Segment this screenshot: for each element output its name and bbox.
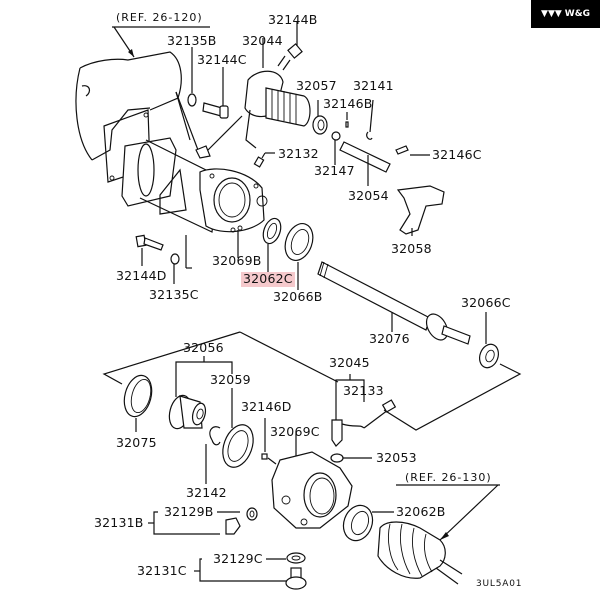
part-label[interactable]: 32069C (270, 424, 320, 439)
snap-ring-32142 (205, 426, 221, 484)
part-label[interactable]: 32066C (461, 295, 511, 310)
leader-line (205, 115, 243, 153)
brand-badge: ▼▼▼ W&G (531, 0, 600, 28)
part-label[interactable]: 32129B (164, 504, 214, 519)
reference-label: (REF. 26-120) (116, 11, 203, 24)
part-label[interactable]: 32076 (369, 331, 410, 346)
assembly-bracket (102, 331, 522, 431)
part-label[interactable]: 32131B (94, 515, 144, 530)
ref-26-130-leader (396, 484, 500, 541)
part-label[interactable]: 32144D (116, 268, 167, 283)
part-label[interactable]: 32142 (186, 485, 227, 500)
bolt-32144B (277, 22, 303, 71)
part-label[interactable]: 32059 (210, 372, 251, 387)
bearing-32066C (478, 312, 500, 369)
bearing-32066B (284, 223, 314, 290)
part-label[interactable]: 32144C (197, 52, 247, 67)
seal-32059 (222, 388, 254, 468)
part-label[interactable]: 32044 (242, 33, 283, 48)
shift-rail-assembly (331, 99, 430, 186)
reference-label: (REF. 26-130) (405, 471, 492, 484)
washer-32135B (187, 47, 197, 107)
leader-line (175, 91, 191, 141)
part-label[interactable]: 32058 (391, 241, 432, 256)
ref-26-120-leader (112, 26, 210, 58)
switch-32045 (331, 374, 397, 447)
bolt-32144D (135, 234, 164, 266)
bolt-32144C (202, 67, 229, 119)
washer-32135C (170, 235, 192, 284)
extension-housing-32069C (271, 432, 353, 529)
part-label[interactable]: 32062B (396, 504, 446, 519)
drain-plug-32131B (148, 507, 258, 535)
brand-text: W&G (564, 9, 590, 19)
part-label[interactable]: 32131C (137, 563, 187, 578)
hub-32056 (168, 356, 233, 430)
pin-32132 (253, 152, 275, 168)
part-label[interactable]: 32066B (273, 289, 323, 304)
washer-32053 (330, 453, 372, 463)
boot-32057-area (265, 87, 328, 135)
part-label[interactable]: 32054 (348, 188, 389, 203)
output-shaft-32076 (317, 261, 471, 345)
part-label[interactable]: 32075 (116, 435, 157, 450)
pin-32146D (261, 418, 277, 465)
part-label[interactable]: 32135B (167, 33, 217, 48)
part-label[interactable]: 32129C (213, 551, 263, 566)
part-label[interactable]: 32147 (314, 163, 355, 178)
part-label[interactable]: 32053 (376, 450, 417, 465)
part-label[interactable]: 32141 (353, 78, 394, 93)
leader-line (175, 91, 199, 151)
oil-seal-32062B (342, 504, 394, 542)
adapter-housing-32069B (121, 137, 268, 233)
part-label-highlighted[interactable]: 32062C (241, 271, 295, 287)
shift-fork-32058 (396, 185, 445, 236)
part-label[interactable]: 32133 (343, 383, 384, 398)
oil-seal-32062C (262, 217, 282, 272)
part-label[interactable]: 32132 (278, 146, 319, 161)
dowel-pin (195, 145, 211, 159)
driveshaft-boot (377, 521, 463, 585)
part-label[interactable]: 32146D (241, 399, 292, 414)
ring-32075 (123, 374, 153, 432)
part-label[interactable]: 32135C (149, 287, 199, 302)
part-label[interactable]: 32057 (296, 78, 337, 93)
part-label[interactable]: 32146C (432, 147, 482, 162)
part-label[interactable]: 32045 (329, 355, 370, 370)
transfer-case-housing (75, 51, 182, 183)
part-label[interactable]: 32146B (323, 96, 373, 111)
triple-chevron-logo-icon: ▼▼▼ (541, 9, 562, 19)
figure-code: 3UL5A01 (476, 579, 523, 589)
part-label[interactable]: 32144B (268, 12, 318, 27)
fill-plug-32131C (194, 552, 307, 590)
part-label[interactable]: 32056 (183, 340, 224, 355)
part-label[interactable]: 32069B (212, 253, 262, 268)
